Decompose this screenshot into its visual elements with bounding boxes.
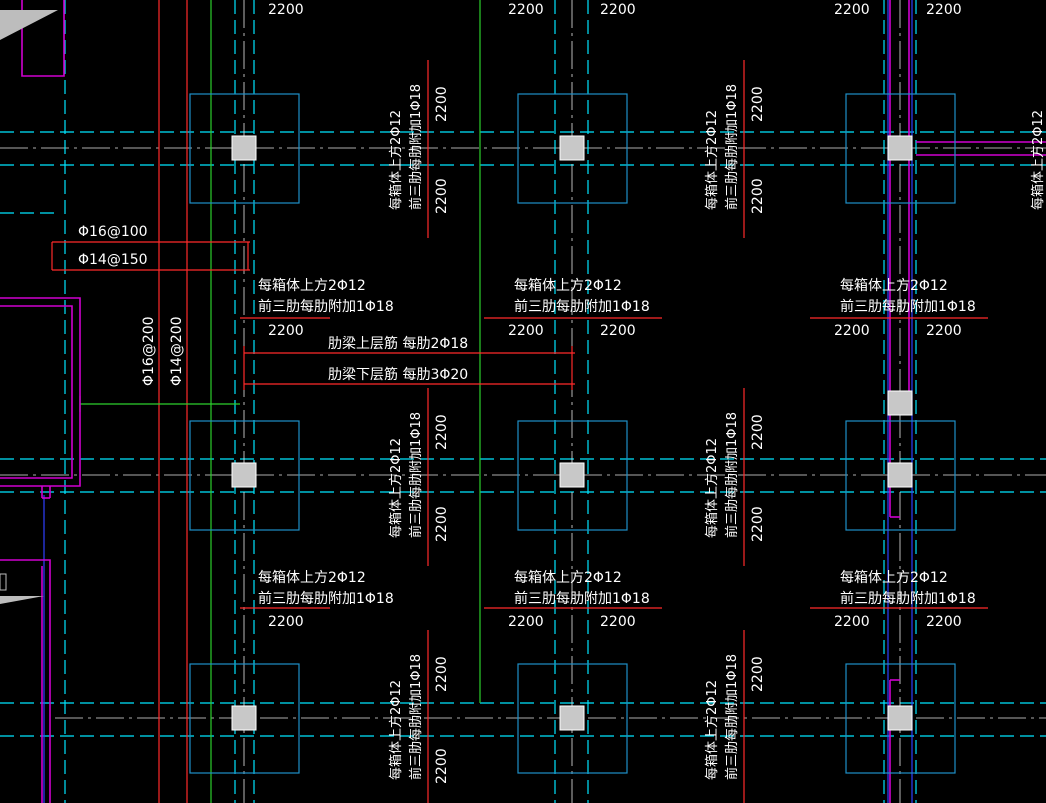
dimension-label: 2200 (434, 748, 450, 784)
vertical-note-r1c3: 每箱体上方2Φ12 (1030, 110, 1046, 210)
dimension-label: 2200 (268, 614, 304, 630)
dimension-label: 2200 (926, 323, 962, 339)
dimension-label: 2200 (750, 656, 766, 692)
horizontal-center-lines (0, 147, 1046, 719)
note-line-2: 前三肋每肋附加1Φ18 (514, 298, 650, 315)
dimension-label: 2200 (834, 323, 870, 339)
note-line-2: 前三肋每肋附加1Φ18 (840, 298, 976, 315)
horizontal-grid-lines (0, 131, 1046, 737)
note-line-1: 每箱体上方2Φ12 (258, 570, 366, 586)
rebar-leader-lines (51, 241, 575, 390)
vertical-note-r3c2: 每箱体上方2Φ12 前三肋每肋附加1Φ18 2200 (704, 654, 766, 780)
note-line-2: 前三肋每肋附加1Φ18 (258, 298, 394, 315)
dimension-label: 2200 (750, 86, 766, 122)
note-line-2: 前三肋每肋附加1Φ18 (840, 590, 976, 607)
dimension-label: 2200 (600, 323, 636, 339)
note-group-r2c1: 每箱体上方2Φ12 前三肋每肋附加1Φ18 2200 (258, 570, 394, 630)
dimension-label: 2200 (600, 614, 636, 630)
note-line-2: 前三肋每肋附加1Φ18 (408, 412, 424, 538)
note-line-2: 前三肋每肋附加1Φ18 (724, 84, 740, 210)
vertical-center-lines (243, 0, 901, 803)
horizontal-dimension-lines (240, 317, 988, 609)
vertical-note-r1c2: 每箱体上方2Φ12 前三肋每肋附加1Φ18 2200 2200 (704, 84, 766, 214)
dimension-label: 2200 (508, 323, 544, 339)
note-line-2: 前三肋每肋附加1Φ18 (408, 84, 424, 210)
blue-lines (43, 0, 913, 803)
dimension-label: 2200 (268, 2, 304, 18)
dimension-label: 2200 (434, 414, 450, 450)
vertical-note-r3c1: 每箱体上方2Φ12 前三肋每肋附加1Φ18 2200 2200 (388, 654, 450, 784)
note-line-1: 每箱体上方2Φ12 (388, 438, 404, 538)
note-line-1: 每箱体上方2Φ12 (514, 278, 622, 294)
beam-bottom-rebar-label: 肋梁下层筋 每肋3Φ20 (328, 366, 468, 383)
dimension-label: 2200 (508, 2, 544, 18)
rebar-label-vertical-1: Φ16@200 (141, 316, 157, 386)
note-group-r1c3: 每箱体上方2Φ12 前三肋每肋附加1Φ18 2200 2200 (834, 278, 976, 339)
note-line-1: 每箱体上方2Φ12 (840, 278, 948, 294)
note-line-2: 前三肋每肋附加1Φ18 (514, 590, 650, 607)
columns (231, 135, 913, 731)
rebar-label-top: Φ16@100 (78, 224, 148, 240)
red-vertical-lines (158, 0, 188, 803)
note-line-1: 每箱体上方2Φ12 (388, 680, 404, 780)
note-line-1: 每箱体上方2Φ12 (258, 278, 366, 294)
note-group-r2c2: 每箱体上方2Φ12 前三肋每肋附加1Φ18 2200 2200 (508, 570, 650, 630)
dimension-label: 2200 (434, 178, 450, 214)
note-line-1: 每箱体上方2Φ12 (514, 570, 622, 586)
dimension-label: 2200 (926, 2, 962, 18)
dimension-label: 2200 (834, 614, 870, 630)
note-line-1: 每箱体上方2Φ12 (388, 110, 404, 210)
dimension-label: 2200 (434, 656, 450, 692)
note-line-1: 每箱体上方2Φ12 (704, 438, 720, 538)
dimension-label: 2200 (508, 614, 544, 630)
note-line-1: 每箱体上方2Φ12 (1030, 110, 1046, 210)
dimension-label: 2200 (750, 414, 766, 450)
grey-fragments (0, 10, 58, 604)
dimension-label: 2200 (434, 86, 450, 122)
note-line-2: 前三肋每肋附加1Φ18 (258, 590, 394, 607)
beam-top-rebar-label: 肋梁上层筋 每肋2Φ18 (328, 335, 468, 352)
vertical-note-r2c1: 每箱体上方2Φ12 前三肋每肋附加1Φ18 2200 2200 (388, 412, 450, 542)
dimension-label: 2200 (434, 506, 450, 542)
dimension-label: 2200 (750, 178, 766, 214)
dimension-label: 2200 (926, 614, 962, 630)
rebar-label-vertical-2: Φ14@200 (169, 316, 185, 386)
dimension-label: 2200 (600, 2, 636, 18)
vertical-note-r2c2: 每箱体上方2Φ12 前三肋每肋附加1Φ18 2200 2200 (704, 412, 766, 542)
note-group-r1c1: 每箱体上方2Φ12 前三肋每肋附加1Φ18 2200 (258, 278, 394, 339)
note-line-2: 前三肋每肋附加1Φ18 (408, 654, 424, 780)
note-line-1: 每箱体上方2Φ12 (840, 570, 948, 586)
dimension-label: 2200 (834, 2, 870, 18)
dimension-label: 2200 (268, 323, 304, 339)
box-outlines (189, 93, 956, 774)
note-group-r1c2: 每箱体上方2Φ12 前三肋每肋附加1Φ18 2200 2200 (508, 278, 650, 339)
note-line-1: 每箱体上方2Φ12 (704, 110, 720, 210)
note-line-1: 每箱体上方2Φ12 (704, 680, 720, 780)
note-line-2: 前三肋每肋附加1Φ18 (724, 412, 740, 538)
dimension-label: 2200 (750, 506, 766, 542)
vertical-note-r1c1: 每箱体上方2Φ12 前三肋每肋附加1Φ18 2200 2200 (388, 84, 450, 214)
top-dimension-labels: 2200 2200 2200 2200 2200 (268, 2, 962, 18)
vertical-grid-lines (64, 0, 917, 803)
note-line-2: 前三肋每肋附加1Φ18 (724, 654, 740, 780)
rebar-label-bottom: Φ14@150 (78, 252, 148, 268)
note-group-r2c3: 每箱体上方2Φ12 前三肋每肋附加1Φ18 2200 2200 (834, 570, 976, 630)
vertical-dimension-lines (427, 60, 745, 803)
